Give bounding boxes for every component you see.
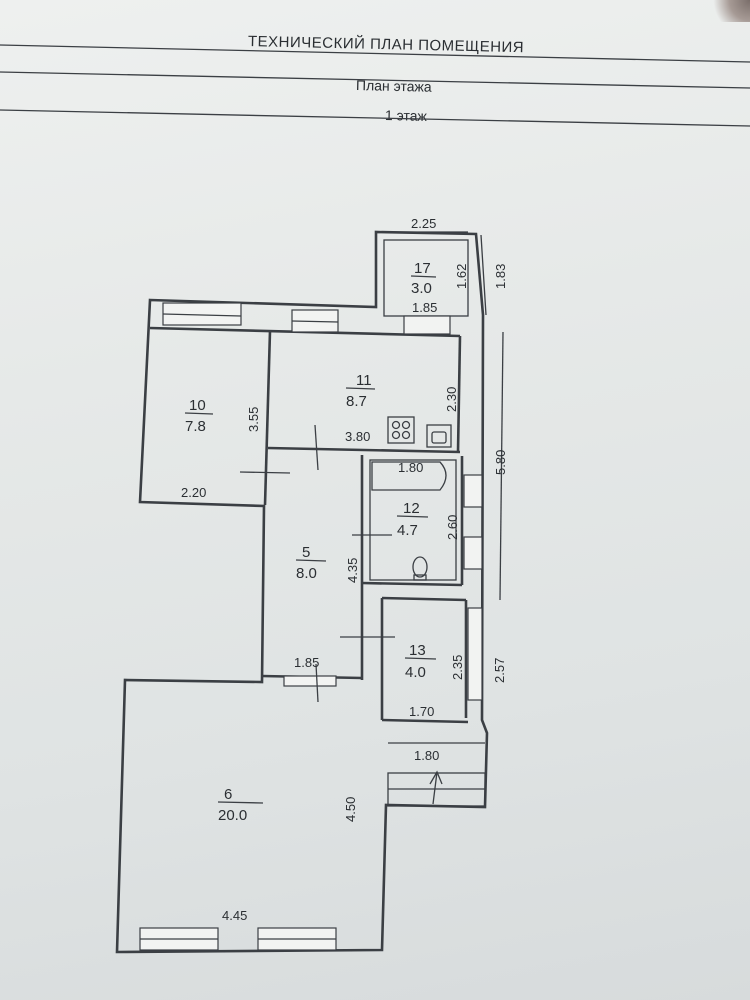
- dim-3-80: 3.80: [345, 429, 370, 444]
- room-17-area: 3.0: [411, 280, 432, 297]
- window-room-12b: [463, 536, 483, 570]
- dim-4-35: 4.35: [345, 558, 360, 583]
- dim-2-57: 2.57: [492, 658, 507, 683]
- room-17-number: 17: [414, 260, 431, 277]
- header-line-bottom: [0, 109, 750, 127]
- room-10-number: 10: [189, 397, 206, 414]
- door-mark-6: [315, 663, 319, 703]
- header-line-top: [0, 44, 750, 63]
- room-12-inner: [369, 459, 457, 581]
- door-mark-11: [314, 424, 319, 471]
- window-room-17: [403, 315, 451, 335]
- dim-2-35: 2.35: [450, 655, 465, 680]
- room-6-number: 6: [224, 786, 232, 803]
- room-12-number: 12: [403, 500, 420, 517]
- dim-2-30: 2.30: [444, 387, 459, 412]
- entrance-arrow-icon: [432, 771, 438, 805]
- room-5-area: 8.0: [296, 565, 317, 582]
- window-room-12a: [463, 474, 483, 508]
- wall-12-bottom: [361, 581, 463, 587]
- dim-2-60: 2.60: [445, 515, 460, 540]
- room-11-number: 11: [356, 372, 372, 389]
- stove-icon: [387, 416, 415, 444]
- room-12-area: 4.7: [397, 522, 418, 539]
- wall-10-11: [263, 330, 272, 506]
- dim-2-20: 2.20: [181, 485, 206, 500]
- dim-1-85-mid: 1.85: [294, 655, 319, 670]
- dim-1-62: 1.62: [454, 264, 469, 289]
- wall-13-top: [381, 596, 467, 602]
- room-13-area: 4.0: [405, 664, 426, 681]
- dim-1-85-top: 1.85: [412, 300, 437, 315]
- header-line-mid: [0, 71, 750, 89]
- dim-3-55: 3.55: [246, 407, 261, 432]
- bathtub-icon: [371, 461, 447, 491]
- wall-11-right: [456, 335, 462, 453]
- dim-5-80: 5.80: [493, 450, 508, 475]
- dim-2-25: 2.25: [411, 216, 436, 231]
- dim-1-83: 1.83: [493, 264, 508, 289]
- toilet-icon: [412, 556, 428, 578]
- room-5-number: 5: [302, 544, 310, 561]
- dim-1-80-stair: 1.80: [414, 748, 439, 763]
- window-5-6: [283, 675, 337, 687]
- door-mark-10: [239, 471, 291, 474]
- dim-4-45: 4.45: [222, 908, 247, 923]
- outer-walls: [115, 230, 489, 954]
- dim-1-80-bath: 1.80: [398, 460, 423, 475]
- room-6-area: 20.0: [218, 807, 247, 824]
- dim-1-70: 1.70: [409, 704, 434, 719]
- window-room-13: [467, 607, 483, 701]
- room-11-area: 8.7: [346, 393, 367, 410]
- photo-edge-shadow: [710, 0, 750, 22]
- dim-4-50: 4.50: [343, 797, 358, 822]
- room-13-number: 13: [409, 642, 426, 659]
- wall-13-bottom: [381, 718, 469, 724]
- wall-11-bottom: [267, 446, 461, 454]
- room-10-area: 7.8: [185, 418, 206, 435]
- sink-icon: [426, 424, 452, 448]
